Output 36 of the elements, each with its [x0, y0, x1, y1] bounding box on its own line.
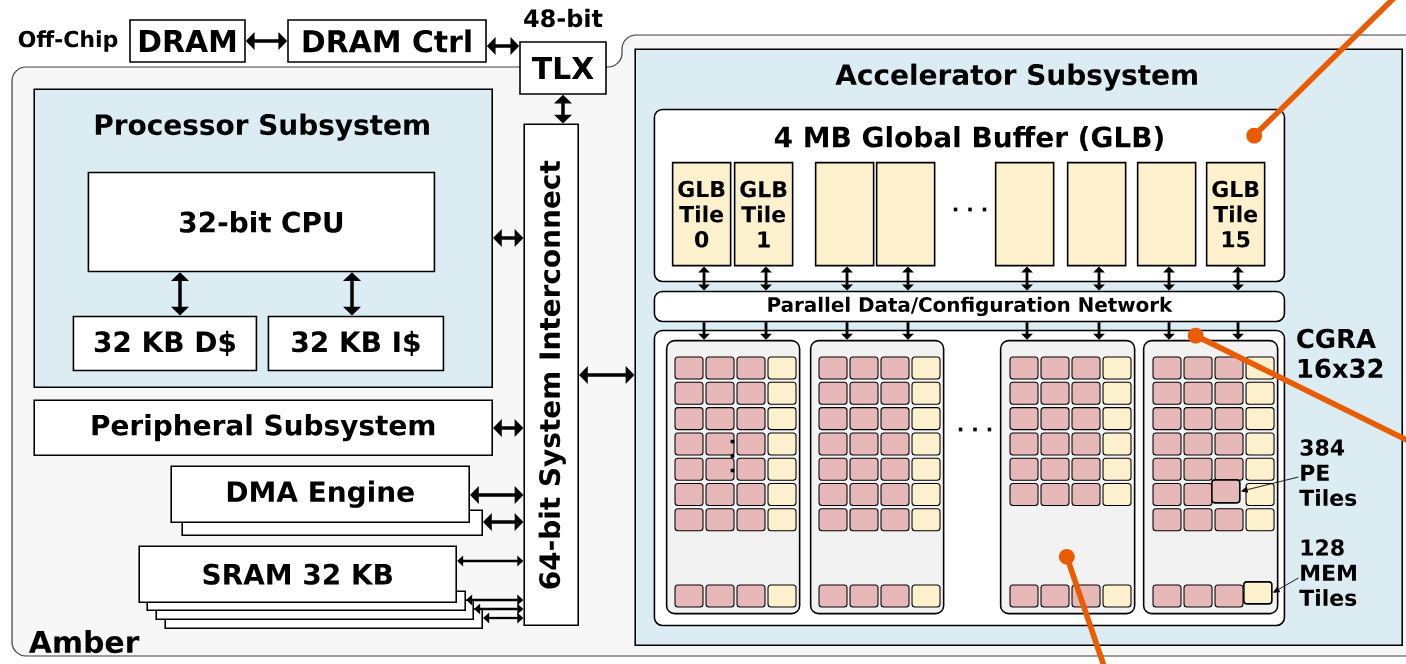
controller-box: DRAM Ctrl: [287, 19, 487, 63]
side-label: CGRA 16x32: [1297, 328, 1383, 379]
arrow: [1093, 266, 1105, 291]
buffer-tile: GLB Tile 1: [733, 161, 794, 267]
ellipsis: · · ·: [953, 207, 987, 212]
cpu-box: 32-bit CPU: [87, 171, 436, 273]
arrow: [170, 272, 190, 316]
interconnect-bar: 64-bit System Interconnect: [523, 123, 579, 626]
arrow: [342, 272, 362, 316]
buffer-tile: [994, 161, 1055, 267]
arrow: [902, 266, 914, 291]
callout-text: 384 PE Tiles: [1299, 439, 1357, 507]
cache-box: 32 KB D$: [72, 315, 258, 372]
mem-tile: [1243, 581, 1273, 605]
arrow: [698, 266, 710, 291]
buffer-tile: GLB Tile 15: [1205, 161, 1266, 267]
cache-box: 32 KB I$: [267, 315, 445, 372]
buffer-tile: [814, 161, 875, 267]
arrow: [760, 266, 772, 291]
ellipsis: · · ·: [958, 427, 992, 432]
side-label: 48-bit: [524, 8, 603, 28]
subsystem-box: Peripheral Subsystem: [33, 399, 493, 456]
arrow: [1021, 266, 1033, 291]
callout-text: 128 MEM Tiles: [1299, 539, 1357, 607]
buffer-tile: [1136, 161, 1197, 267]
network-bar: Parallel Data/Configuration Network: [653, 290, 1286, 323]
memory-box: DRAM: [129, 19, 246, 63]
buffer-tile: [1066, 161, 1127, 267]
buffer-tile: [875, 161, 936, 267]
buffer-tile: GLB Tile 0: [671, 161, 732, 267]
arrow: [1232, 266, 1244, 291]
leader-line: [1273, 577, 1299, 593]
arrow: [1163, 266, 1175, 291]
pointer-line: [1058, 548, 1109, 664]
pe-tile: [1211, 479, 1241, 504]
arrow: [841, 266, 853, 291]
